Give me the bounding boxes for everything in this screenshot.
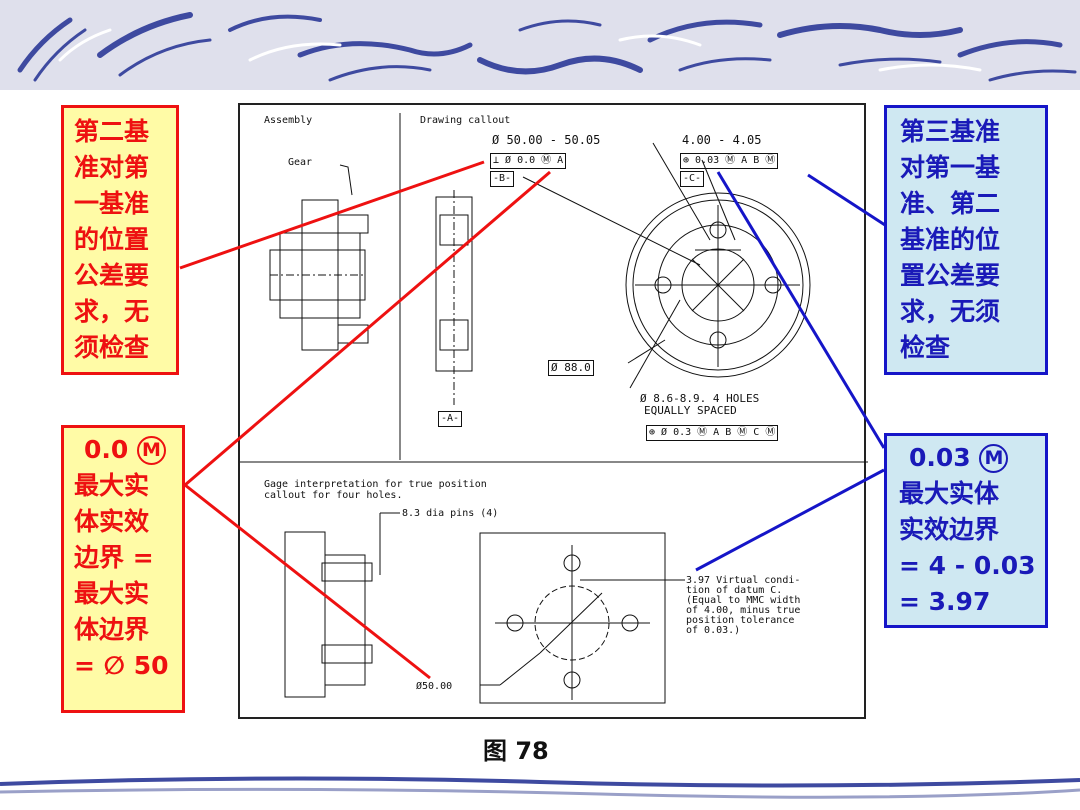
tolerance-value: 0.0 bbox=[84, 435, 129, 464]
datum-a-label: -A- bbox=[438, 411, 463, 427]
callout-line: 公差要 bbox=[74, 261, 150, 290]
callout-line: 边界 = bbox=[74, 543, 154, 572]
width-range: 4.00 - 4.05 bbox=[682, 133, 762, 147]
dia-88-label: Ø 88.0 bbox=[548, 360, 594, 376]
callout-line: 基准的位 bbox=[900, 225, 1001, 254]
frame-holes: ⊕ Ø 0.3 Ⓜ A B Ⓜ C Ⓜ bbox=[646, 425, 779, 441]
callout-line: 求，无须 bbox=[900, 297, 1001, 326]
tolerance-value: 0.03 bbox=[909, 443, 971, 472]
holes-spec-1: Ø 8.6-8.9. 4 HOLES bbox=[640, 392, 760, 405]
mmc-symbol-icon: M bbox=[979, 444, 1009, 473]
callout-line: 体边界 bbox=[74, 615, 150, 644]
callout-line: 最大实 bbox=[74, 579, 150, 608]
callout-line: 一基准 bbox=[74, 189, 150, 218]
callout-line: 第二基 bbox=[74, 117, 150, 146]
callout-line: 准对第 bbox=[74, 153, 150, 182]
technical-drawing: Assembly Gear Drawing callout Ø 50.00 - … bbox=[238, 103, 868, 719]
gage-title-1: Gage interpretation for true position bbox=[264, 479, 487, 490]
callout-line: 须检查 bbox=[74, 333, 150, 362]
frame-datum-c: ⊕ 0.03 Ⓜ A B Ⓜ bbox=[680, 153, 779, 169]
callout-line: 实效边界 bbox=[899, 515, 1000, 544]
datum-c-label: -C- bbox=[680, 171, 705, 187]
callout-title: Drawing callout bbox=[420, 115, 511, 126]
virtual-note-1: 3.97 Virtual condi- bbox=[686, 575, 801, 586]
callout-line: 对第一基 bbox=[900, 153, 1001, 182]
decorative-header-banner bbox=[0, 0, 1080, 90]
virtual-note-3: (Equal to MMC width bbox=[686, 595, 801, 606]
decorative-footer bbox=[0, 772, 1080, 810]
callout-mmc-boundary-c: 0.03 M 最大实体 实效边界 = 4 - 0.03 = 3.97 bbox=[884, 433, 1048, 628]
drawing-linework bbox=[240, 113, 868, 704]
callout-line: 的位置 bbox=[74, 225, 150, 254]
callout-line: 最大实 bbox=[74, 471, 150, 500]
holes-spec-2: EQUALLY SPACED bbox=[644, 404, 737, 417]
gage-title-2: callout for four holes. bbox=[264, 490, 403, 501]
figure-caption: 图 78 bbox=[483, 737, 549, 765]
datum-b-label: -B- bbox=[490, 171, 515, 187]
diameter-range: Ø 50.00 - 50.05 bbox=[492, 133, 601, 147]
pins-label: 8.3 dia pins (4) bbox=[402, 508, 499, 519]
footer-brush-decoration bbox=[0, 776, 1080, 799]
virtual-note-2: tion of datum C. bbox=[686, 585, 783, 596]
callout-datum-b-note: 第二基 准对第 一基准 的位置 公差要 求，无 须检查 bbox=[61, 105, 179, 375]
dia-50-label: Ø50.00 bbox=[416, 681, 453, 692]
callout-line: 最大实体 bbox=[899, 479, 1000, 508]
callout-line: 检查 bbox=[900, 333, 951, 362]
callout-line: 体实效 bbox=[74, 507, 150, 536]
callout-value-row: 0.03 M bbox=[899, 440, 1045, 476]
callout-line: 第三基准 bbox=[900, 117, 1001, 146]
virtual-note-4: of 4.00, minus true bbox=[686, 605, 801, 616]
virtual-note-5: position tolerance bbox=[686, 615, 795, 626]
callout-line: = 4 - 0.03 bbox=[899, 551, 1036, 580]
callout-line: 准、第二 bbox=[900, 189, 1001, 218]
virtual-note-6: of 0.03.) bbox=[686, 625, 741, 636]
brush-stroke-decoration bbox=[17, 12, 1077, 82]
callout-mmc-boundary-b: 0.0 M 最大实 体实效 边界 = 最大实 体边界 = ∅ 50 bbox=[61, 425, 185, 713]
mmc-symbol-icon: M bbox=[137, 436, 167, 465]
callout-value-row: 0.0 M bbox=[74, 432, 182, 468]
callout-line: 求，无 bbox=[74, 297, 150, 326]
callout-line: = ∅ 50 bbox=[74, 651, 169, 680]
assembly-label: Assembly bbox=[264, 115, 313, 126]
callout-line: = 3.97 bbox=[899, 587, 991, 616]
callout-datum-c-note: 第三基准 对第一基 准、第二 基准的位 置公差要 求，无须 检查 bbox=[884, 105, 1048, 375]
frame-datum-b: ⊥ Ø 0.0 Ⓜ A bbox=[490, 153, 567, 169]
gear-label: Gear bbox=[288, 157, 313, 168]
callout-line: 置公差要 bbox=[900, 261, 1001, 290]
